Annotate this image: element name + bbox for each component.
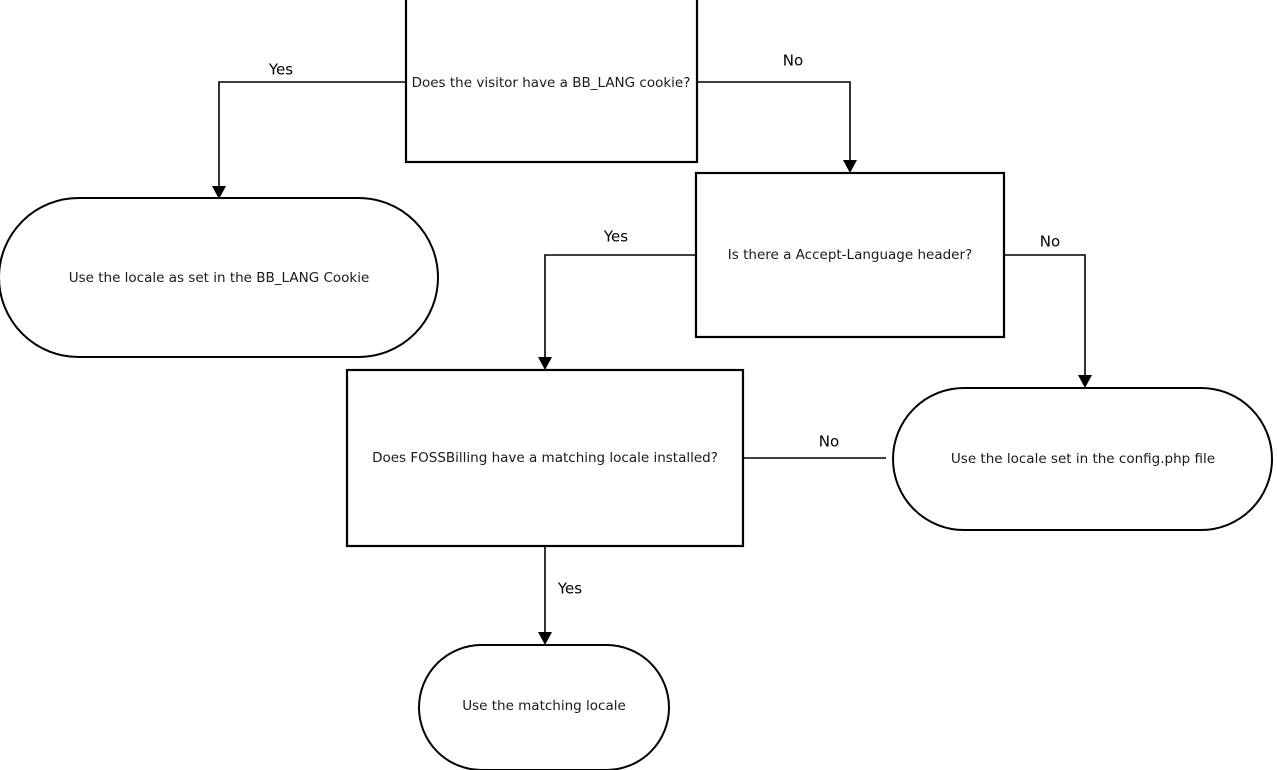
edge-accept-language-yes: [538, 254, 696, 370]
node-shape-cookie-check[interactable]: [404, 0, 699, 164]
node-use-cookie-locale[interactable]: Use the locale as set in the BB_LANG Coo…: [0, 197, 439, 358]
edge-label-accept-language-no: No: [1040, 233, 1060, 251]
node-shape-use-cookie-locale[interactable]: [0, 197, 439, 358]
edge-accept-language-no: [1004, 254, 1092, 388]
node-shape-matching-locale-check[interactable]: [345, 368, 745, 548]
edge-cookie-no: [697, 81, 857, 173]
node-accept-language-check[interactable]: Is there a Accept-Language header?: [694, 171, 1006, 339]
arrowhead-cookie-yes: [212, 186, 226, 199]
node-label-use-config-locale: Use the locale set in the config.php fil…: [951, 451, 1215, 467]
edge-matching-locale-yes: [538, 546, 552, 645]
edges-layer: [212, 81, 1092, 645]
arrowhead-accept-language-no: [1078, 375, 1092, 388]
arrowhead-accept-language-yes: [538, 357, 552, 370]
node-label-accept-language-check: Is there a Accept-Language header?: [728, 247, 972, 263]
node-use-matching-locale[interactable]: Use the matching locale: [418, 644, 670, 770]
edge-line-cookie-no: [697, 81, 851, 166]
edge-line-accept-language-yes: [544, 254, 696, 363]
edge-label-cookie-yes: Yes: [268, 61, 293, 79]
edge-matching-locale-no: [743, 451, 906, 465]
node-matching-locale-check[interactable]: Does FOSSBilling have a matching locale …: [345, 368, 745, 548]
node-shape-use-matching-locale[interactable]: [418, 644, 670, 770]
edge-line-accept-language-no: [1004, 254, 1086, 381]
edge-label-matching-locale-no: No: [819, 433, 839, 451]
node-label-use-matching-locale: Use the matching locale: [462, 698, 626, 714]
edge-line-cookie-yes: [218, 81, 406, 192]
node-cookie-check[interactable]: Does the visitor have a BB_LANG cookie?: [404, 0, 699, 164]
arrowhead-cookie-no: [843, 160, 857, 173]
node-shape-use-config-locale[interactable]: [892, 387, 1273, 531]
edge-label-accept-language-yes: Yes: [603, 228, 628, 246]
node-label-matching-locale-check: Does FOSSBilling have a matching locale …: [372, 450, 718, 466]
node-use-config-locale[interactable]: Use the locale set in the config.php fil…: [892, 387, 1273, 531]
edge-label-cookie-no: No: [783, 52, 803, 70]
edge-cookie-yes: [212, 81, 406, 199]
arrowhead-matching-locale-yes: [538, 632, 552, 645]
edge-label-matching-locale-yes: Yes: [557, 580, 582, 598]
node-label-cookie-check: Does the visitor have a BB_LANG cookie?: [412, 75, 691, 91]
node-label-use-cookie-locale: Use the locale as set in the BB_LANG Coo…: [69, 270, 370, 286]
node-shape-accept-language-check[interactable]: [694, 171, 1006, 339]
